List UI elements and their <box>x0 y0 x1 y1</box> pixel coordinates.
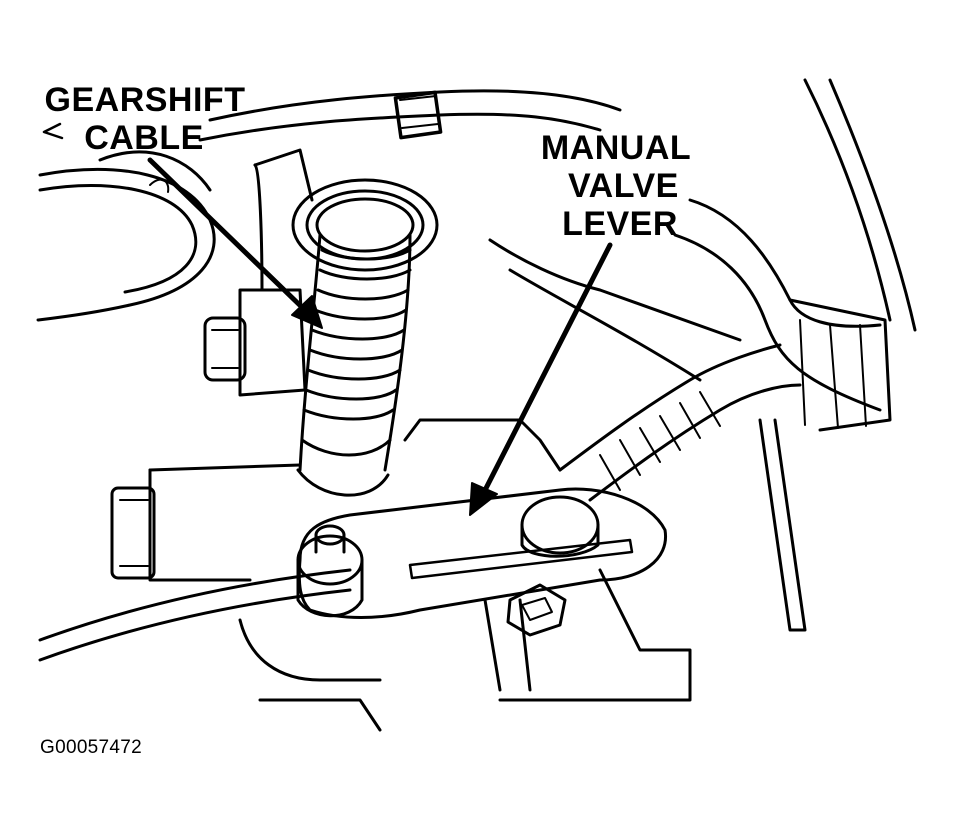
gearshift-cable-label-line1: GEARSHIFT <box>44 81 246 119</box>
hose-left <box>36 150 216 322</box>
gearshift-cable-label-line2: CABLE <box>84 119 204 157</box>
manual-valve-lever-arrowhead <box>469 482 498 516</box>
manual-valve-lever-label-line3: LEVER <box>562 205 678 243</box>
leader-arrows <box>147 157 613 516</box>
wiring-harness-top <box>198 89 622 142</box>
bracket-left <box>203 148 314 397</box>
gearshift-cable-arrowhead <box>291 295 323 329</box>
conduit-right <box>558 343 802 502</box>
transmission-case <box>38 238 742 732</box>
manual-valve-lever <box>296 487 668 637</box>
manual-valve-lever-label-line2: VALVE <box>568 167 679 205</box>
manual-valve-lever-label-line1: MANUAL <box>540 129 692 167</box>
manual-valve-lever-arrow <box>477 242 613 503</box>
gearshift-cable-arrow <box>147 157 313 318</box>
wiring-harness-right <box>673 78 917 632</box>
gearshift-cable-boot <box>291 178 439 497</box>
callout-tick-mark <box>42 122 64 140</box>
figure-id: G00057472 <box>40 737 143 758</box>
